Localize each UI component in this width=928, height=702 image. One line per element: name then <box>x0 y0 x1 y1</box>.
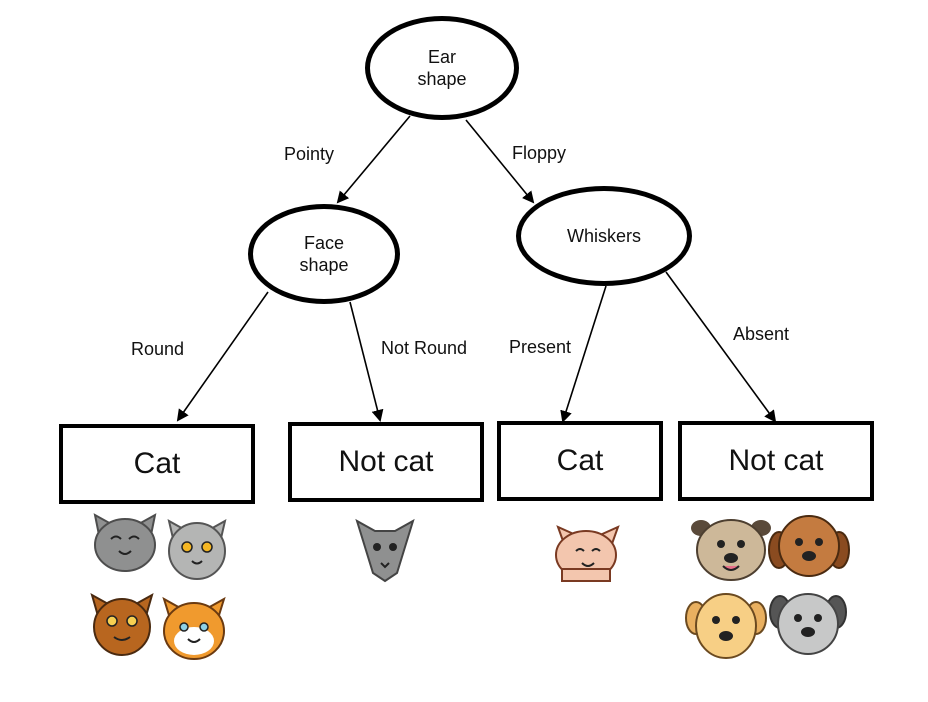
edge-label-floppy: Floppy <box>512 143 567 163</box>
edge-label-present: Present <box>509 337 572 357</box>
gray-rat-cat-icon <box>355 518 415 583</box>
gray-dog-icon <box>769 593 847 655</box>
edge-not-round <box>349 301 384 422</box>
decision-node-whiskers: Whiskers <box>516 186 692 286</box>
pink-cat-icon <box>555 525 620 582</box>
light-gray-cat-icon <box>167 519 227 580</box>
edge-label-not-round: Not Round <box>381 338 468 358</box>
edge-present <box>560 285 607 423</box>
edge-label-absent: Absent <box>733 324 790 344</box>
leaf-node-not-cat-2: Not cat <box>678 421 874 501</box>
edge-pointy <box>336 115 411 204</box>
edge-label-round: Round <box>131 339 185 359</box>
edge-round <box>176 291 269 422</box>
leaf-node-cat-1: Cat <box>59 424 255 504</box>
leaf-node-cat-2: Cat <box>497 421 663 501</box>
gray-cat-icon <box>93 513 157 572</box>
decision-node-face-shape: Face shape <box>248 204 400 304</box>
yellow-dog-icon <box>685 593 767 659</box>
brown-dog-icon <box>768 515 850 577</box>
edge-floppy <box>465 119 535 204</box>
leaf-node-not-cat-1: Not cat <box>288 422 484 502</box>
tan-dog-icon <box>691 519 771 581</box>
decision-node-ear-shape: Ear shape <box>365 16 519 120</box>
edge-label-pointy: Pointy <box>284 144 335 164</box>
brown-cat-icon <box>90 592 154 656</box>
orange-cat-icon <box>162 596 226 660</box>
edge-absent <box>665 271 777 423</box>
